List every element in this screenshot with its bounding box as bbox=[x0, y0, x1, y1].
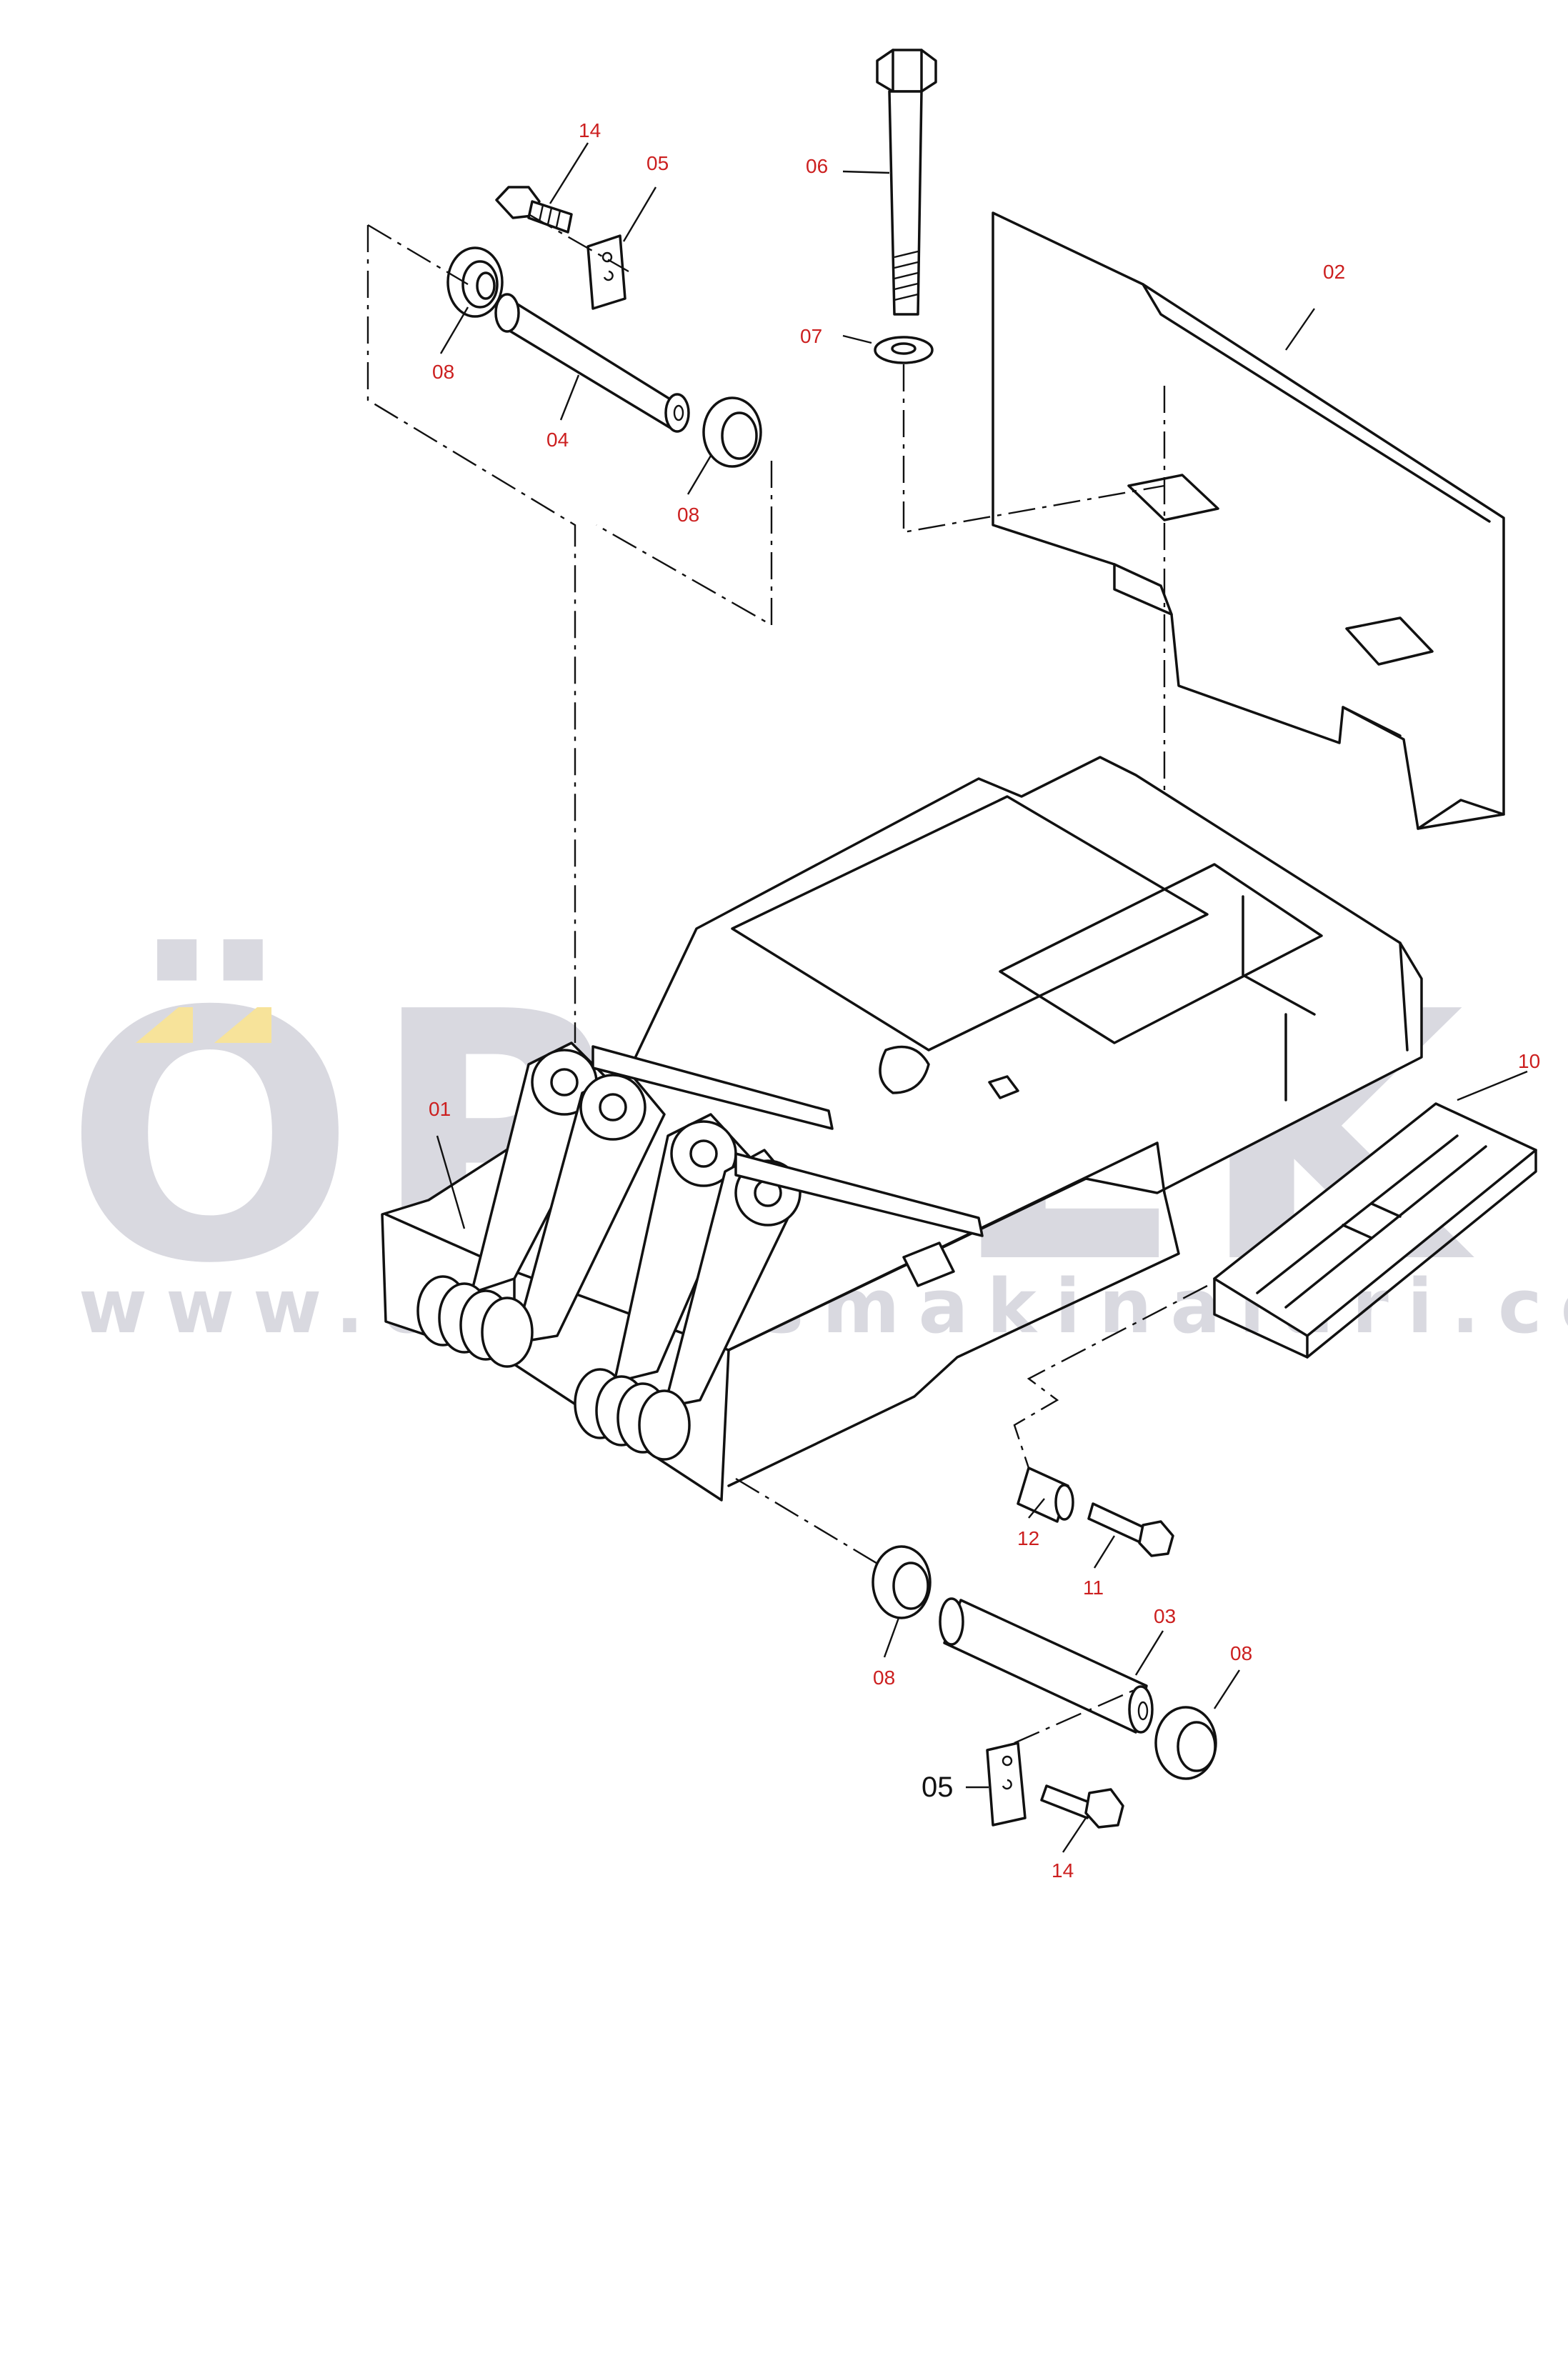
plate-05-bottom bbox=[986, 1742, 1027, 1827]
axis-line-06 bbox=[902, 364, 1165, 534]
callout-08-a: 08 bbox=[432, 361, 454, 383]
callout-05-bottom: 05 bbox=[922, 1772, 954, 1803]
bushing-08-top-left bbox=[446, 246, 504, 318]
callouts: 14 05 06 07 02 08 04 08 01 10 12 11 03 0… bbox=[429, 119, 1540, 1882]
bushing-08-low-right bbox=[1154, 1706, 1217, 1780]
axis-line-top-pin-d bbox=[528, 213, 629, 273]
axis-line-top-pin bbox=[366, 225, 576, 1043]
callout-08-c: 08 bbox=[873, 1667, 895, 1689]
bushing-08-low-left bbox=[872, 1545, 932, 1619]
umlaut-mark-right bbox=[214, 1007, 271, 1043]
counterweight-part bbox=[992, 211, 1505, 830]
lift-arm-right bbox=[613, 1113, 802, 1409]
callout-11: 11 bbox=[1083, 1577, 1104, 1599]
axis-line-low-pin bbox=[735, 1477, 879, 1566]
pin-12 bbox=[1017, 1467, 1074, 1523]
axis-line-top-pin-b bbox=[596, 461, 773, 627]
bushing-08-top-right bbox=[702, 396, 762, 468]
callout-02: 02 bbox=[1323, 261, 1345, 283]
axis-line-low-pin-b bbox=[1014, 1688, 1137, 1744]
umlaut-mark-left bbox=[136, 1007, 193, 1043]
axis-line-12 bbox=[1013, 1284, 1208, 1469]
callout-10: 10 bbox=[1518, 1050, 1540, 1072]
bolt-14-top bbox=[495, 186, 573, 234]
callout-01: 01 bbox=[429, 1098, 451, 1120]
callout-06: 06 bbox=[806, 155, 828, 177]
pin-04-top bbox=[494, 293, 690, 433]
callout-14-bottom: 14 bbox=[1052, 1859, 1074, 1882]
bolt-11 bbox=[1087, 1502, 1174, 1557]
callout-04: 04 bbox=[546, 429, 569, 451]
axis-line-top-pin-c bbox=[367, 224, 469, 286]
lift-arm-left bbox=[470, 1041, 666, 1344]
callout-03: 03 bbox=[1154, 1605, 1176, 1627]
callout-08-d: 08 bbox=[1230, 1642, 1252, 1664]
cross-beams bbox=[591, 1045, 984, 1237]
callout-08-b: 08 bbox=[677, 504, 699, 526]
callout-07: 07 bbox=[800, 325, 822, 347]
plate-05-top bbox=[586, 234, 626, 310]
bolt-06 bbox=[876, 49, 937, 316]
bolt-14-bottom bbox=[1040, 1784, 1124, 1829]
pulley-group-right bbox=[574, 1368, 691, 1461]
callout-12: 12 bbox=[1017, 1527, 1039, 1549]
leader-lines bbox=[436, 142, 1528, 1853]
callout-05-top: 05 bbox=[646, 152, 669, 174]
pin-03 bbox=[939, 1597, 1154, 1734]
step-10 bbox=[1213, 1102, 1537, 1359]
pulley-group-left bbox=[416, 1275, 534, 1368]
callout-14-top: 14 bbox=[579, 119, 601, 141]
washer-07 bbox=[874, 336, 934, 364]
